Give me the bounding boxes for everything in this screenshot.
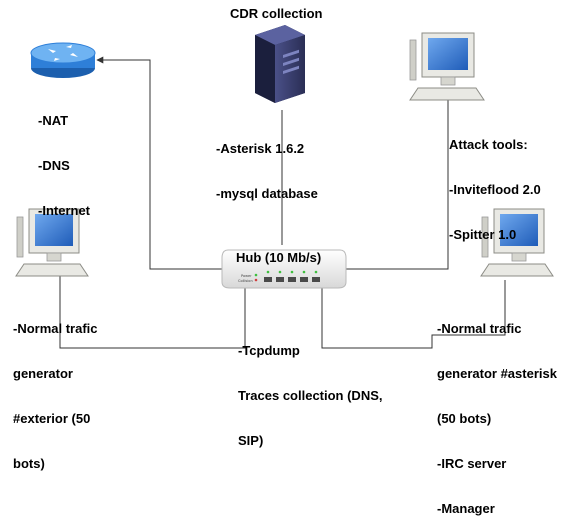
router-line: -Internet <box>38 203 90 218</box>
attack-line: -Inviteflood 2.0 <box>449 182 541 197</box>
asterisk-line: (50 bots) <box>437 411 492 426</box>
asterisk-line: -Normal trafic <box>437 321 522 336</box>
tcpdump-line: SIP) <box>238 433 264 448</box>
router-description: -NAT -DNS -Internet <box>38 83 90 233</box>
attack-line: -Spitter 1.0 <box>449 227 517 242</box>
link-hub-attack-pc <box>345 95 449 270</box>
network-diagram: Power Collision <box>15 25 554 349</box>
exterior-line: generator <box>13 366 73 381</box>
cdr-line: -Asterisk 1.6.2 <box>216 141 305 156</box>
attack-description: Attack tools: -Inviteflood 2.0 -Spitter … <box>449 107 541 257</box>
connections <box>59 56 506 349</box>
hub-title: Hub (10 Mb/s) <box>236 250 322 265</box>
router-icon <box>30 42 96 78</box>
cdr-title: CDR collection <box>230 6 323 21</box>
exterior-line: -Normal trafic <box>13 321 98 336</box>
cdr-line: -mysql database <box>216 186 318 201</box>
tcpdump-line: -Tcpdump <box>238 343 300 358</box>
asterisk-line: -IRC server <box>437 456 507 471</box>
hub-icon: Power Collision <box>221 249 347 289</box>
exterior-pc-icon <box>15 208 89 277</box>
attack-pc-icon <box>409 32 485 101</box>
router-line: -NAT <box>38 113 69 128</box>
asterisk-line: generator #asterisk <box>437 366 557 381</box>
link-hub-router <box>96 56 222 270</box>
cdr-description: -Asterisk 1.6.2 -mysql database <box>216 111 318 216</box>
hub-ports <box>264 277 320 282</box>
exterior-description: -Normal trafic generator #exterior (50 b… <box>13 291 98 486</box>
attack-line: Attack tools: <box>449 137 528 152</box>
exterior-line: bots) <box>13 456 45 471</box>
hub-collision-label: Collision <box>238 279 253 283</box>
server-icon <box>255 25 305 103</box>
hub-leds <box>266 270 318 274</box>
exterior-line: #exterior (50 <box>13 411 91 426</box>
router-line: -DNS <box>38 158 70 173</box>
asterisk-pc-icon <box>480 208 554 277</box>
asterisk-line: -Manager <box>437 501 495 516</box>
tcpdump-line: Traces collection (DNS, <box>238 388 383 403</box>
tcpdump-description: -Tcpdump Traces collection (DNS, SIP) <box>238 313 383 463</box>
link-hub-asterisk-pc <box>321 280 506 349</box>
link-hub-exterior-pc <box>59 272 246 349</box>
hub-power-label: Power <box>241 274 252 278</box>
asterisk-description: -Normal trafic generator #asterisk (50 b… <box>437 291 557 531</box>
